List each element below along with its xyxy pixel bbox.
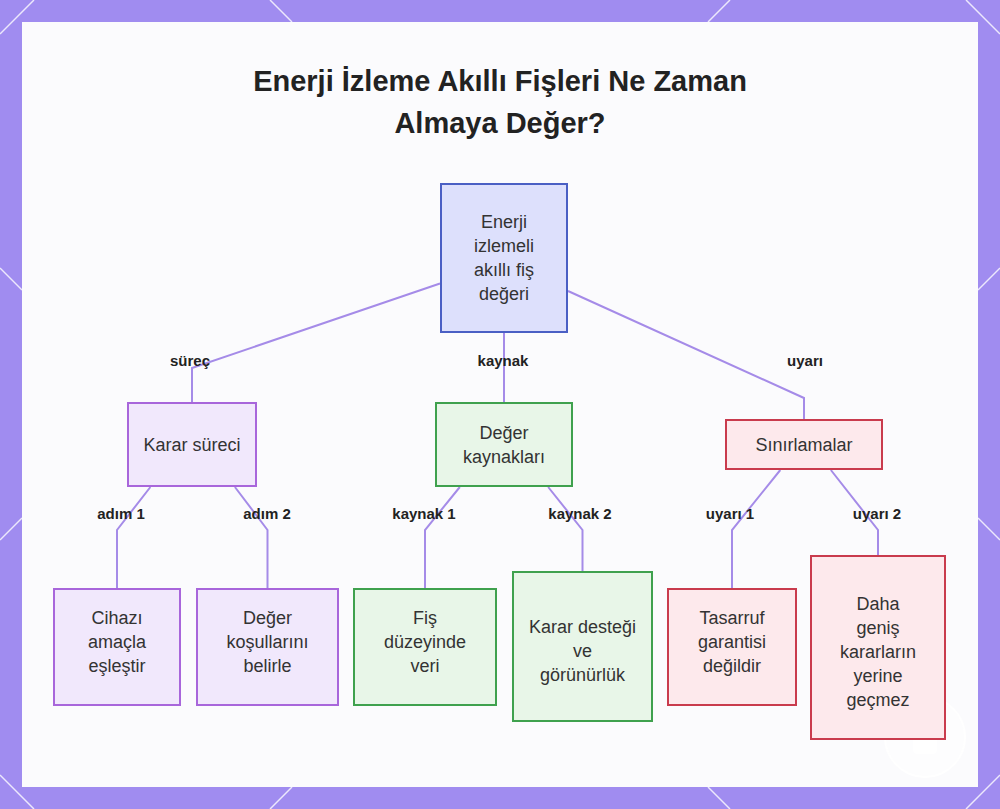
leaf-box: Karar desteği ve görünürlük xyxy=(512,571,653,722)
connector xyxy=(425,487,460,588)
category-box: Değer kaynakları xyxy=(435,402,573,487)
edge-label: kaynak 1 xyxy=(392,505,455,522)
node-text: Cihazı amaçla eşleştir xyxy=(67,606,167,678)
connector xyxy=(548,487,582,571)
node-text: Sınırlamalar xyxy=(755,433,852,457)
category-box: Sınırlamalar xyxy=(725,419,883,470)
edge-label: kaynak 2 xyxy=(548,505,611,522)
node-text: Tasarruf garantisi değildir xyxy=(683,606,781,678)
root-box: Enerji izlemeli akıllı fiş değeri xyxy=(440,183,568,333)
category-box: Karar süreci xyxy=(127,402,257,487)
edge-label: adım 1 xyxy=(97,505,145,522)
node-text: Daha geniş kararların yerine geçmez xyxy=(840,592,916,712)
edge-label: süreç xyxy=(170,352,210,369)
leaf-box: Tasarruf garantisi değildir xyxy=(667,588,797,706)
leaf-box: Değer koşullarını belirle xyxy=(196,588,339,706)
node-text: Karar süreci xyxy=(143,433,240,457)
leaf-box: Fiş düzeyinde veri xyxy=(353,588,497,706)
leaf-box: Daha geniş kararların yerine geçmez xyxy=(810,555,946,740)
connector xyxy=(192,284,440,403)
edge-label: uyarı xyxy=(787,352,823,369)
edge-label: uyarı 1 xyxy=(706,505,754,522)
leaf-box: Cihazı amaçla eşleştir xyxy=(53,588,181,706)
node-text: Fiş düzeyinde veri xyxy=(373,606,477,678)
edge-label: uyarı 2 xyxy=(853,505,901,522)
diagram-title: Enerji İzleme Akıllı Fişleri Ne Zaman Al… xyxy=(250,60,750,144)
node-text: Değer koşullarını belirle xyxy=(210,606,325,678)
node-text: Karar desteği ve görünürlük xyxy=(528,615,637,687)
connector xyxy=(117,487,150,588)
connector xyxy=(568,291,804,419)
edge-label: kaynak xyxy=(478,352,529,369)
edge-label: adım 2 xyxy=(243,505,291,522)
connector xyxy=(732,470,780,588)
node-text: Enerji izlemeli akıllı fiş değeri xyxy=(460,210,548,306)
connector xyxy=(235,487,268,588)
node-text: Değer kaynakları xyxy=(447,421,561,469)
